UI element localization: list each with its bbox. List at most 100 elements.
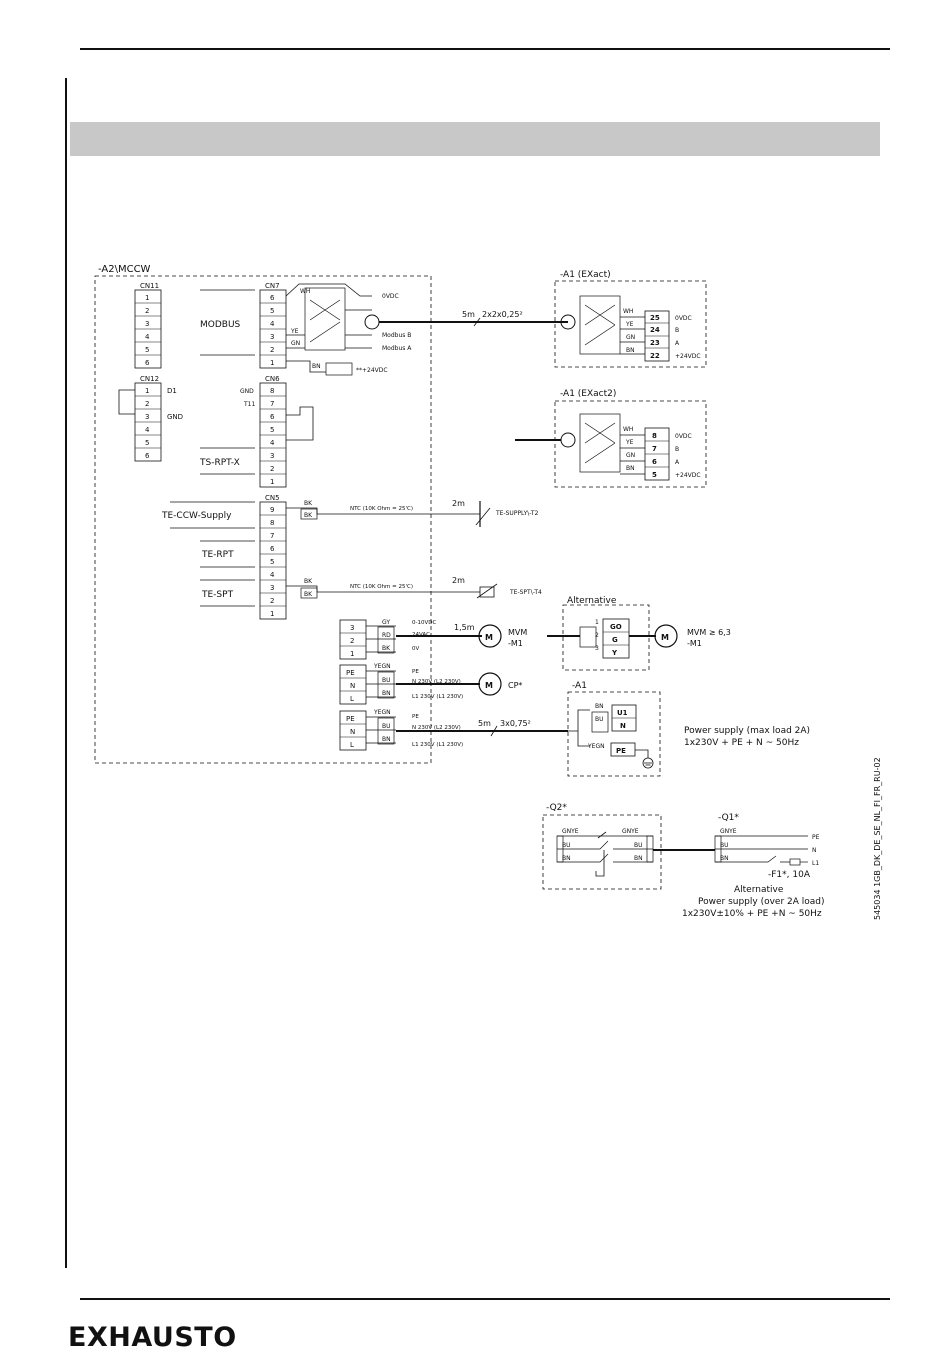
- switch-handle-icon: [595, 850, 605, 877]
- exact-module: -A1 (EXact) WH YE GN BN 25 24 23 22 0VDC…: [554, 270, 707, 368]
- exact-color: WH: [623, 308, 633, 315]
- alt-mvm-name: MVM ≥ 6,3: [687, 628, 731, 637]
- exact-color: YE: [625, 321, 634, 328]
- q1-l1: L1: [812, 860, 819, 867]
- cn6-pin: 2: [270, 465, 274, 473]
- sensor-spt-name: TE-SPT\-T4: [509, 589, 542, 596]
- wire-color-bk: BK: [304, 500, 313, 507]
- power-terminal: PE N L YEGN BU BN PE N 230V (L2 230V) L1…: [339, 709, 568, 751]
- cn11-pin: 6: [145, 359, 150, 367]
- cn7-connector: CN7 6 5 4 3 2 1 MODBUS: [200, 282, 287, 369]
- wire-color-bk: BK: [304, 512, 313, 519]
- power-pin: N: [350, 728, 355, 736]
- cn5-pin: 5: [270, 558, 274, 566]
- sensor-cable-length: 2m: [452, 499, 465, 508]
- cn5-title: CN5: [265, 494, 280, 502]
- mvm-color: RD: [382, 632, 391, 639]
- mvm-signal: 0-10VDC: [412, 620, 436, 626]
- modbus-wiring: WH YE GN 0VDC Modbus B Modbus A BN **+24…: [285, 283, 568, 376]
- alt-pin: 3: [595, 645, 599, 652]
- cp-name: CP*: [508, 681, 522, 690]
- alt-power-line3: 1x230V±10% + PE +N ~ 50Hz: [682, 909, 822, 919]
- cn11-pin: 2: [145, 307, 149, 315]
- mvm-ref: -M1: [508, 639, 523, 648]
- cn11-pin: 3: [145, 320, 149, 328]
- power-cable-spec: 3x0,75²: [500, 719, 531, 728]
- exact2-title: -A1 (EXact2): [560, 389, 616, 399]
- mvm-pin: 1: [350, 650, 354, 658]
- cn12-pin: 2: [145, 400, 149, 408]
- mvm-pin: 2: [350, 637, 354, 645]
- cn6-pin: 8: [270, 387, 274, 395]
- exact-pin: 23: [650, 339, 660, 347]
- cp-signal: N 230V (L2 230V): [412, 679, 461, 685]
- exact2-pin: 6: [652, 458, 657, 466]
- power-note-line2: 1x230V + PE + N ~ 50Hz: [684, 738, 799, 748]
- exact-color: GN: [626, 334, 635, 341]
- cn7-title: CN7: [265, 282, 280, 290]
- exact2-signal: +24VDC: [675, 472, 701, 479]
- alt-pin: 2: [595, 632, 599, 639]
- power-signal: PE: [412, 714, 419, 720]
- exact-signal: 0VDC: [675, 315, 692, 322]
- alternative-title: Alternative: [567, 596, 617, 606]
- q2-bn-right: BN: [634, 855, 643, 862]
- thermistor-icon: [475, 507, 491, 526]
- cn6-t11-label: T11: [243, 401, 255, 408]
- te-rpt-label: TE-RPT: [201, 550, 234, 560]
- a1-n: N: [620, 722, 626, 730]
- sensor-supply-name: TE-SUPPLY\-T2: [495, 510, 539, 517]
- fuse-icon: [789, 858, 801, 866]
- alt-pin: 1: [595, 619, 599, 626]
- cn12-pin: 6: [145, 452, 150, 460]
- exact-pin: 25: [650, 314, 660, 322]
- power-color: YEGN: [373, 709, 391, 716]
- ntc-spec: NTC (10K Ohm = 25'C): [350, 584, 413, 590]
- exact2-color: YE: [625, 439, 634, 446]
- cn5-pin: 7: [270, 532, 274, 540]
- exhausto-logo: EXHAUSTO: [68, 1322, 237, 1353]
- alt-signal: Y: [611, 649, 618, 657]
- signal-24vdc-optional: **+24VDC: [356, 367, 388, 374]
- exact-pin: 22: [650, 352, 660, 360]
- cp-color: BU: [382, 677, 391, 684]
- q2-bu-left: BU: [562, 842, 571, 849]
- q1-gnye: GNYE: [720, 828, 737, 835]
- cp-terminal: PE N L YEGN BU BN PE N 230V (L2 230V) L1…: [339, 663, 522, 705]
- cn5-pin: 4: [270, 571, 275, 579]
- modbus-label: MODBUS: [200, 320, 241, 330]
- q2-bu-right: BU: [634, 842, 643, 849]
- q2-title: -Q2*: [546, 803, 567, 813]
- cn6-pin: 4: [270, 439, 275, 447]
- exact2-color: GN: [626, 452, 635, 459]
- cn7-pin: 2: [270, 346, 274, 354]
- cn6-gnd-label: GND: [240, 388, 254, 395]
- q2-isolator: -Q2* GNYE GNYE BU BN BU BN: [542, 803, 715, 890]
- exact2-module: -A1 (EXact2) WH YE GN BN 8 7 6 5 0VDC B …: [515, 389, 707, 488]
- cp-color: BN: [382, 690, 391, 697]
- exact2-pin: 7: [652, 445, 657, 453]
- exact2-pin: 8: [652, 432, 657, 440]
- cn5-connector: CN5 9 8 7 6 5 4 3 2 1 TE-CCW-Supply TE-R…: [161, 494, 287, 620]
- mvm-name: MVM: [508, 628, 527, 637]
- a1-bu: BU: [595, 716, 604, 723]
- cn12-d1-label: D1: [167, 387, 177, 395]
- motor-icon: [478, 672, 502, 696]
- a1-power-block: -A1 BN BU U1 N YEGN PE: [567, 681, 661, 777]
- cn11-title: CN11: [140, 282, 159, 290]
- exact-signal: +24VDC: [675, 353, 701, 360]
- q1-title: -Q1*: [718, 813, 739, 823]
- ts-rpt-x-label: TS-RPT-X: [199, 458, 240, 468]
- cn11-connector: CN11 1 2 3 4 5 6: [134, 282, 162, 369]
- cn6-connector: CN6 8 7 6 5 4 3 2 1 GND T11 TS-RPT-X: [199, 375, 314, 488]
- motor-icon: [654, 624, 678, 648]
- mvm-signal: 0V: [412, 646, 419, 652]
- alt-signal: G: [612, 636, 618, 644]
- power-color: BU: [382, 723, 391, 730]
- document-id: 545034 1GB_DK_DE_SE_NL_FI_FR_RU-02: [873, 757, 882, 920]
- cn5-pin: 2: [270, 597, 274, 605]
- wire-color-bn: BN: [312, 363, 321, 370]
- wire-color-gn: GN: [291, 340, 300, 347]
- motor-icon: [478, 624, 502, 648]
- power-pin: PE: [346, 715, 355, 723]
